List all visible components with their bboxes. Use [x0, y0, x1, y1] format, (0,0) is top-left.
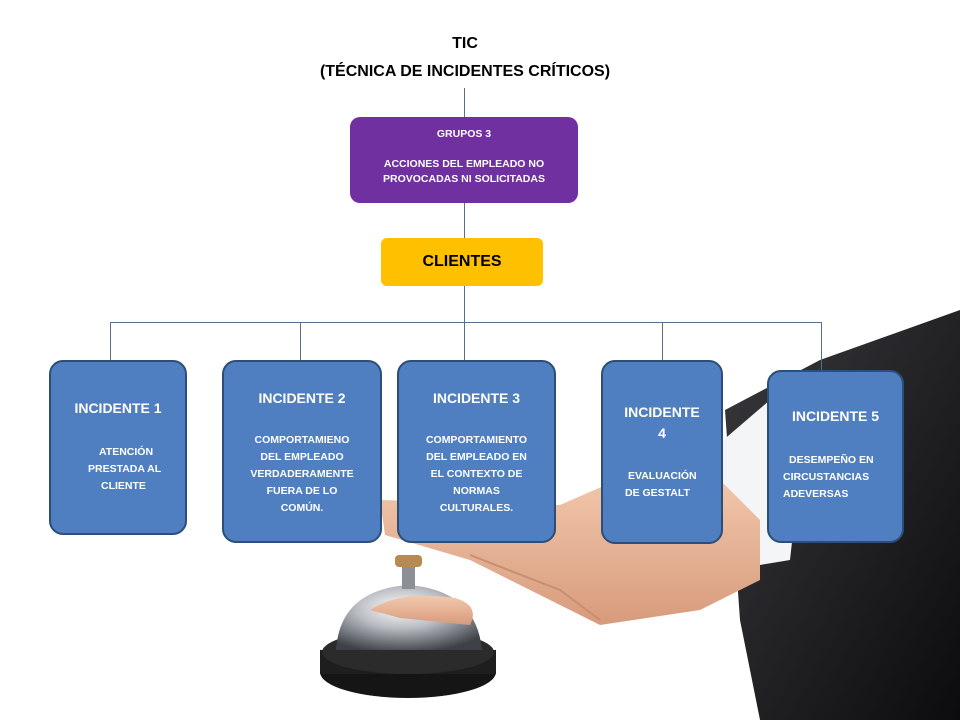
incident-5-desc-line: ADEVERSAS [783, 488, 849, 500]
diagram-subtitle: (TÉCNICA DE INCIDENTES CRÍTICOS) [319, 63, 611, 80]
incident-4-title-line: INCIDENTE [624, 404, 700, 420]
incident-box-4: INCIDENTE 4 EVALUACIÓN DE GESTALT [601, 360, 723, 544]
clients-box: CLIENTES [381, 238, 543, 286]
incident-1-title-line: INCIDENTE 1 [74, 400, 162, 416]
incident-1-desc: ATENCIÓN PRESTADA AL CLIENTE [88, 444, 183, 495]
incident-2-title: INCIDENTE 2 [224, 390, 380, 406]
group-box: GRUPOS 3 ACCIONES DEL EMPLEADO NO PROVOC… [350, 117, 578, 203]
group-title: GRUPOS 3 [436, 128, 492, 140]
incident-1-title: INCIDENTE 1 [51, 400, 185, 416]
incident-2-title-line: INCIDENTE 2 [258, 390, 346, 406]
incident-4-title-line: 4 [658, 425, 666, 441]
incident-3-desc: COMPORTAMIENTO DEL EMPLEADO EN EL CONTEX… [399, 432, 554, 517]
incident-box-5: INCIDENTE 5 DESEMPEÑO EN CIRCUSTANCIAS A… [767, 370, 904, 543]
incident-1-desc-line: ATENCIÓN [99, 446, 154, 458]
incident-5-desc-line: CIRCUSTANCIAS [783, 471, 870, 483]
incident-4-desc-line: EVALUACIÓN [628, 470, 697, 482]
group-desc-line-1: ACCIONES DEL EMPLEADO NO [383, 158, 545, 170]
incident-1-desc-line: PRESTADA AL [88, 463, 162, 475]
incident-5-desc: DESEMPEÑO EN CIRCUSTANCIAS ADEVERSAS [783, 452, 901, 503]
incident-3-title-line: INCIDENTE 3 [432, 390, 521, 406]
connector-group-clients [464, 203, 465, 238]
incident-2-desc-line: VERDADERAMENTE [250, 468, 354, 480]
incident-box-2: INCIDENTE 2 COMPORTAMIENO DEL EMPLEADO V… [222, 360, 382, 543]
incident-5-title: INCIDENTE 5 [769, 408, 902, 424]
incident-3-desc-line: COMPORTAMIENTO [425, 434, 528, 446]
incident-box-1: INCIDENTE 1 ATENCIÓN PRESTADA AL CLIENTE [49, 360, 187, 535]
connector-title-group [464, 88, 465, 118]
group-desc-line-2: PROVOCADAS NI SOLICITADAS [383, 173, 545, 185]
incident-3-desc-line: CULTURALES. [439, 502, 514, 514]
incident-3-desc-line: EL CONTEXTO DE [430, 468, 523, 480]
incident-4-desc-line: DE GESTALT [625, 487, 690, 499]
incident-2-desc-line: COMPORTAMIENO [254, 434, 350, 446]
incident-3-title: INCIDENTE 3 [399, 390, 554, 406]
connector-clients-bus [464, 286, 465, 322]
connector-horizontal-bus [110, 322, 821, 323]
clients-label: CLIENTES [422, 253, 502, 270]
incident-1-desc-line: CLIENTE [101, 480, 146, 492]
incident-2-desc-line: COMÚN. [280, 502, 324, 514]
incident-5-title-line: INCIDENTE 5 [791, 408, 880, 424]
incident-box-3: INCIDENTE 3 COMPORTAMIENTO DEL EMPLEADO … [397, 360, 556, 543]
incident-2-desc-line: FUERA DE LO [266, 485, 338, 497]
connector-drop-1 [110, 322, 111, 360]
connector-drop-5 [821, 322, 822, 370]
diagram-title: TIC [452, 35, 478, 52]
connector-drop-3 [464, 322, 465, 360]
incident-5-desc-line: DESEMPEÑO EN [789, 454, 874, 466]
connector-drop-2 [300, 322, 301, 360]
connector-drop-4 [662, 322, 663, 360]
fingers [370, 595, 473, 625]
incident-3-desc-line: DEL EMPLEADO EN [426, 451, 527, 463]
incident-4-desc: EVALUACIÓN DE GESTALT [625, 468, 721, 502]
incident-2-desc: COMPORTAMIENO DEL EMPLEADO VERDADERAMENT… [224, 432, 380, 517]
incident-4-title: INCIDENTE 4 [603, 402, 721, 444]
incident-3-desc-line: NORMAS [453, 485, 500, 497]
incident-2-desc-line: DEL EMPLEADO [260, 451, 344, 463]
